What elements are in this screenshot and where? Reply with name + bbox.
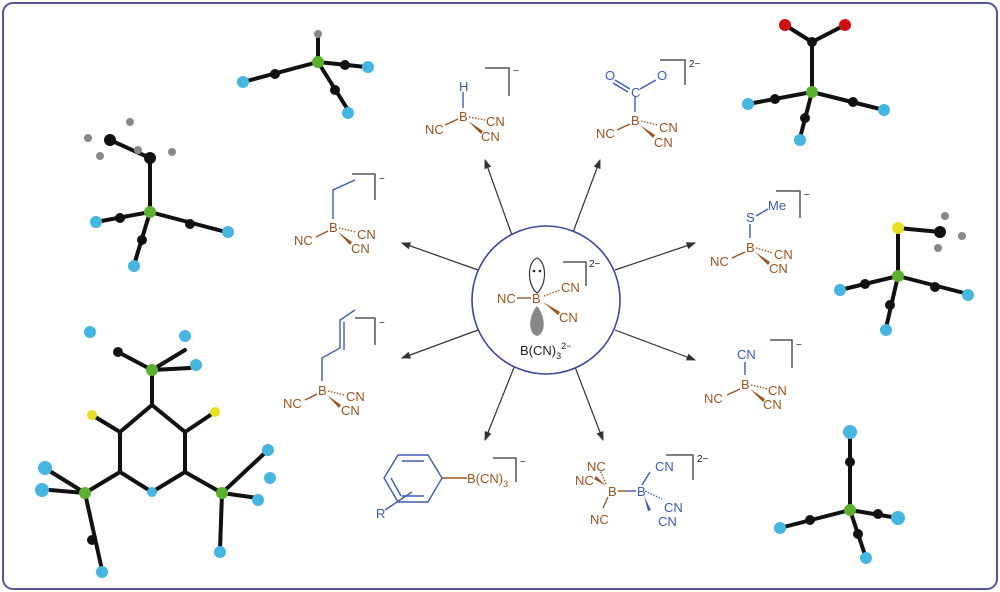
atom-label: CN [658,514,677,529]
center-cn1: CN [561,280,580,295]
center-charge: 2− [589,259,601,270]
aryl-anion: R B(CN)3 − [376,454,526,521]
atom-label: NC [587,459,606,474]
carboxylate-dianion: O O C B NC CN CN 2− [596,59,701,150]
center-dianion: NC B CN CN 2− B(CN)32− [471,225,621,375]
allyl-anion: B NC CN CN − [283,309,385,418]
atom-label: NC [704,391,723,406]
atom-label: − [520,457,526,468]
center-b: B [532,291,541,306]
atom-label: NC [710,254,729,269]
atom-label: NC [590,512,609,527]
arrow-diborane [574,366,604,442]
atom-label: B [741,377,750,392]
arrow-hydride [484,158,514,239]
atom-label: CN [737,347,756,362]
crystal-structure-carboxylate [742,19,890,146]
aryl-boron-label: B(CN)3 [467,471,508,489]
crystal-structure-hydride [237,30,374,119]
atom-label: NC [283,396,302,411]
atom-label: CN [341,403,360,418]
atom-label: R [376,506,385,521]
crystal-structure-ethyl [84,118,234,272]
atom-label: CN [769,261,788,276]
arrow-thiomethyl [614,242,697,271]
atom-label: NC [294,233,313,248]
crystal-structure-tetracyanoborate [774,425,905,564]
atom-label: CN [351,241,370,256]
atom-label: NC [425,122,444,137]
atom-label: B [631,113,640,128]
atom-label: CN [659,120,678,135]
atom-label: CN [763,397,782,412]
arrow-ethyl [400,242,479,271]
arrow-allyl [400,329,479,359]
hydride-anion: H B NC CN CN − [425,66,519,144]
crystal-structure-thiomethyl [834,212,974,336]
atom-label: − [796,340,802,351]
arrow-carboxylate [571,158,601,236]
atom-label: − [513,66,519,77]
ethyl-anion: B NC CN CN − [294,173,385,256]
atom-label: Me [768,198,786,213]
atom-label: S [746,210,755,225]
atom-label: NC [575,473,594,488]
diborane-dianion: NC NC NC B B CN CN CN 2− [575,454,709,529]
atom-label: − [804,190,810,201]
atom-label: NC [596,126,615,141]
atom-label: CN [655,459,674,474]
atom-label: CN [664,500,683,515]
center-nc: NC [497,291,516,306]
arrows [400,158,697,442]
atom-label: B [318,383,327,398]
atom-label: CN [357,227,376,242]
atom-label: B [329,220,338,235]
tetracyanoborate-anion: CN B NC CN CN − [704,339,802,412]
empty-orbital [530,306,544,336]
atom-label: B [608,484,617,499]
atom-label: − [379,174,385,185]
atom-label: O [657,68,667,83]
center-label: B(CN)32− [520,341,571,361]
thiomethyl-anion: S Me B NC CN CN − [710,190,810,276]
atom-label: − [379,318,385,329]
atom-label: 2− [689,59,701,70]
lone-pair-orbital [528,257,546,294]
atom-label: CN [774,247,793,262]
atom-label: C [631,85,640,100]
atom-label: 2− [697,454,709,465]
atom-label: B [637,484,646,499]
arrow-cyano [614,329,697,361]
center-cn2: CN [559,310,578,325]
atom-label: CN [481,129,500,144]
arrow-aryl [484,364,516,442]
atom-label: CN [768,383,787,398]
atom-label: B [746,240,755,255]
atom-label: CN [486,114,505,129]
crystal-structure-aryl [35,326,276,578]
atom-label: CN [654,135,673,150]
atom-label: O [605,68,615,83]
atom-label: B [459,109,468,124]
atom-label: CN [346,389,365,404]
atom-label: H [459,79,468,94]
